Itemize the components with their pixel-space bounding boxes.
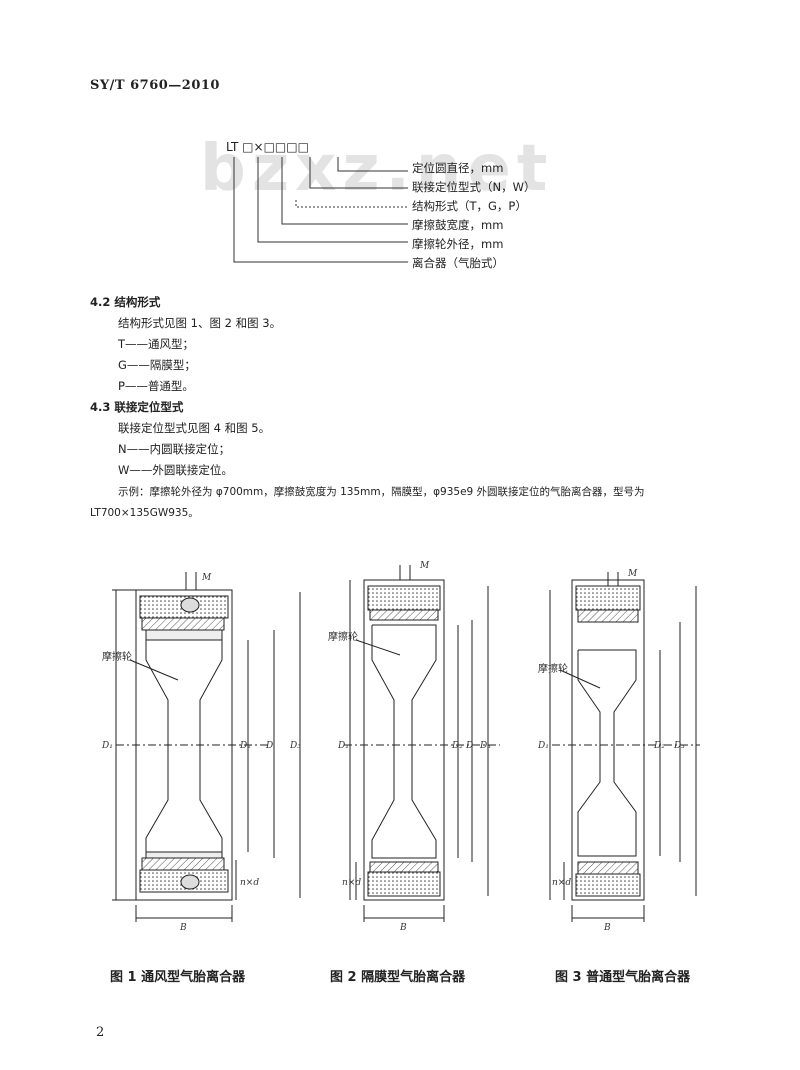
legend-item: 结构形式（T，G，P） <box>412 199 527 213</box>
model-code: LT □×□□□□ <box>226 140 309 154</box>
dim-label-D1: D₁ <box>337 741 349 751</box>
dim-label-D1: D₁ <box>101 741 113 751</box>
example-line: 示例：摩擦轮外径为 φ700mm，摩擦鼓宽度为 135mm，隔膜型，φ935e9… <box>118 486 645 498</box>
figure-2 <box>344 565 500 922</box>
dim-label-D2: D₂ <box>451 741 463 751</box>
friction-label: 摩擦轮 <box>102 650 132 663</box>
dim-label-nd: n×d <box>240 878 259 888</box>
dim-label-M: M <box>201 573 212 583</box>
figure-2-caption: 图 2 隔膜型气胎离合器 <box>330 970 466 985</box>
dim-label-D: D <box>465 741 473 751</box>
dim-label-B: B <box>399 923 407 933</box>
legend-item: 联接定位型式（N，W） <box>412 180 536 194</box>
friction-label: 摩擦轮 <box>538 662 568 675</box>
body-line: T——通风型； <box>118 337 195 351</box>
dim-label-D: D <box>265 741 273 751</box>
dim-label-D2: D₂ <box>653 741 665 751</box>
dim-label-M: M <box>627 569 638 579</box>
dim-label-D2: D₂ <box>239 741 251 751</box>
body-line: W——外圆联接定位。 <box>118 463 233 477</box>
dim-label-B: B <box>603 923 611 933</box>
legend-item: 离合器（气胎式） <box>412 256 504 270</box>
legend-item: 摩擦鼓宽度，mm <box>412 218 504 232</box>
dim-label-D3: D₃ <box>673 741 685 751</box>
figure-1-caption: 图 1 通风型气胎离合器 <box>110 970 246 985</box>
body-line: N——内圆联接定位； <box>118 442 231 456</box>
section-heading: 4.2 结构形式 <box>90 295 161 309</box>
body-line: P——普通型。 <box>118 379 194 393</box>
example-line: LT700×135GW935。 <box>90 507 199 519</box>
dim-label-B: B <box>179 923 187 933</box>
legend-item: 定位圆直径，mm <box>412 161 504 175</box>
section-heading: 4.3 联接定位型式 <box>90 400 184 414</box>
body-line: 联接定位型式见图 4 和图 5。 <box>118 421 271 435</box>
body-line: G——隔膜型； <box>118 358 196 372</box>
page-number: 2 <box>96 1025 105 1040</box>
dim-label-D3: D₃ <box>479 741 491 751</box>
dim-label-D1: D₁ <box>537 741 549 751</box>
dim-label-D3: D₃ <box>289 741 301 751</box>
dim-label-M: M <box>419 561 430 571</box>
figure-3-caption: 图 3 普通型气胎离合器 <box>555 970 691 985</box>
friction-label: 摩擦轮 <box>328 630 358 643</box>
dim-label-nd: n×d <box>342 878 361 888</box>
figure-1 <box>112 572 301 922</box>
figure-3 <box>549 572 700 922</box>
standard-number: SY/T 6760—2010 <box>90 78 220 93</box>
legend-item: 摩擦轮外径，mm <box>412 237 504 251</box>
dim-label-nd: n×d <box>552 878 571 888</box>
body-line: 结构形式见图 1、图 2 和图 3。 <box>118 316 282 330</box>
